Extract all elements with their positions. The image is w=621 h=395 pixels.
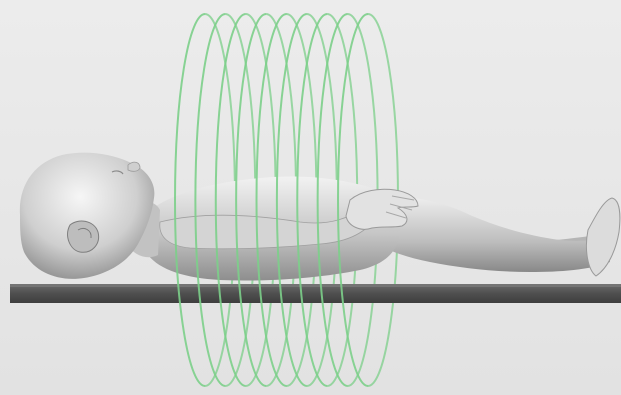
infant-ear [68, 221, 99, 252]
infant-nose [128, 162, 140, 171]
scan-table-edge [10, 284, 621, 287]
